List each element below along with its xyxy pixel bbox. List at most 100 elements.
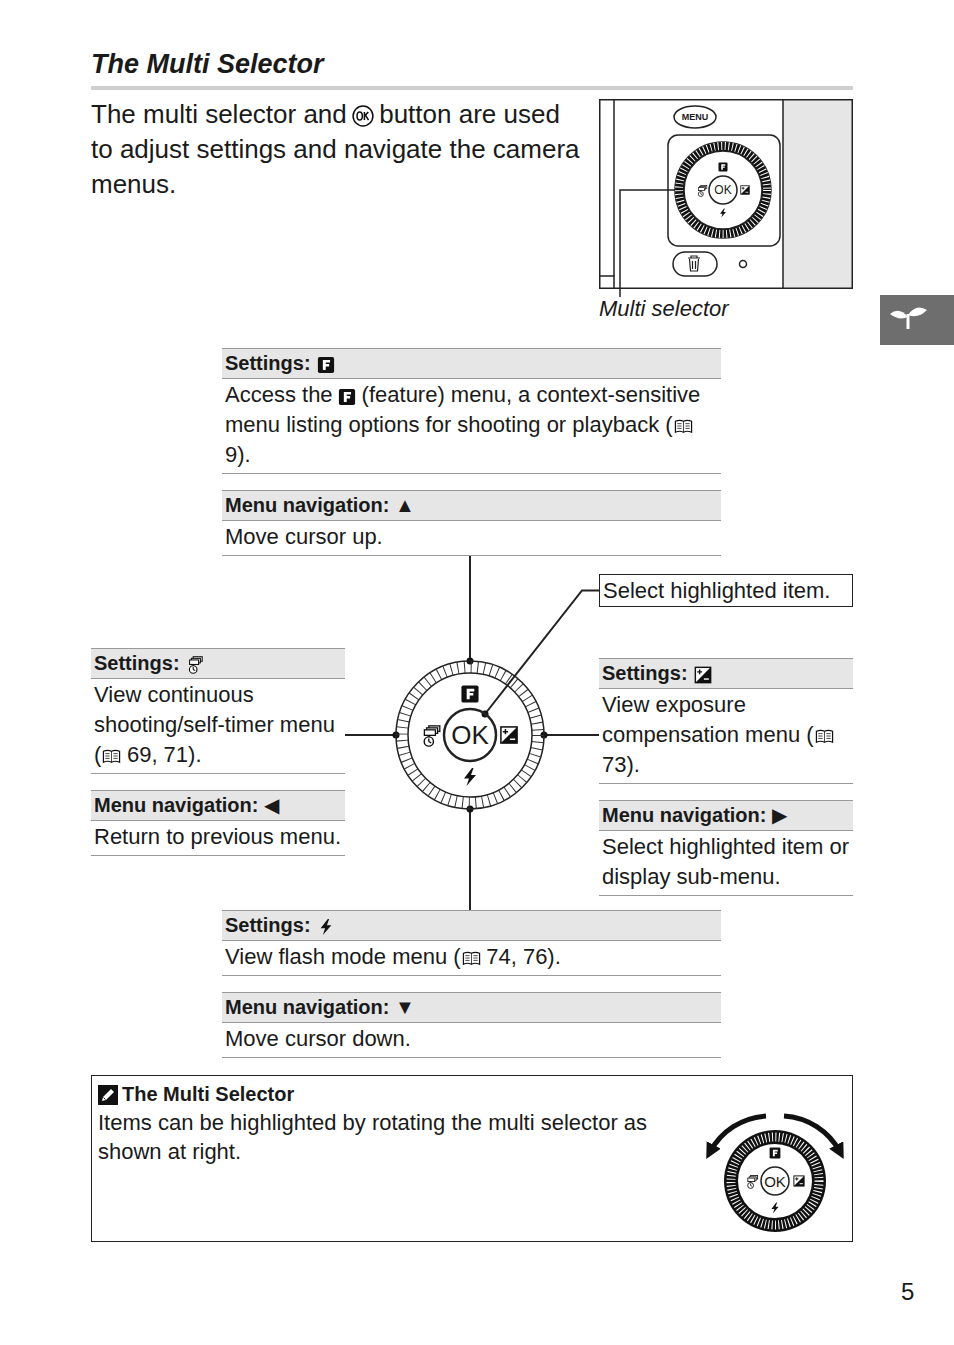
symbol-F xyxy=(461,685,478,702)
body-text: Move cursor down. xyxy=(225,1026,411,1051)
connector-line xyxy=(345,734,396,736)
trash-symbol xyxy=(688,256,700,271)
header-text: Menu navigation: ▲ xyxy=(225,494,415,516)
camera-back xyxy=(600,100,853,289)
page-title: The Multi Selector xyxy=(91,49,324,80)
plant-leaf xyxy=(890,311,908,319)
header-text: Settings: xyxy=(225,352,311,374)
symbol xyxy=(694,666,712,684)
symbol-book xyxy=(462,949,481,968)
symbol xyxy=(815,727,834,746)
table-header: Menu navigation: ▶ xyxy=(599,800,853,831)
body-text: Access the xyxy=(225,382,333,407)
header-text: Settings: xyxy=(225,914,311,936)
table-body: Access the(feature) menu, a context-sens… xyxy=(222,379,721,474)
settings-table: Menu navigation: ◀ Return to previous men… xyxy=(91,790,345,856)
part-label: Multi selector xyxy=(599,298,729,320)
symbol xyxy=(102,747,121,766)
camera-edge xyxy=(613,99,615,276)
body-text: 9). xyxy=(225,442,251,467)
symbol-flash xyxy=(317,918,335,936)
symbol xyxy=(674,417,693,436)
table-body: View exposure compensation menu ( 73). xyxy=(599,689,853,784)
symbol-exp xyxy=(501,727,517,743)
table-body: Move cursor up. xyxy=(222,521,721,556)
table-body: Move cursor down. xyxy=(222,1023,721,1058)
symbol-exp xyxy=(794,1176,804,1186)
symbol-book xyxy=(102,747,121,766)
table-body: Return to previous menu. xyxy=(91,821,345,856)
intro-paragraph: The multi selector andbutton are used to… xyxy=(91,97,586,202)
camera-edge xyxy=(782,99,784,288)
tab-ground xyxy=(880,295,954,345)
ok-button xyxy=(709,176,737,204)
dial-ticks xyxy=(679,146,767,234)
connector-line xyxy=(469,809,471,910)
symbol-book xyxy=(815,727,834,746)
symbol-book xyxy=(674,417,693,436)
body-text: Select highlighted item or display sub-m… xyxy=(602,834,849,889)
table-body: View continuous shooting/self-timer menu… xyxy=(91,679,345,774)
symbol xyxy=(352,105,374,127)
table-header: Menu navigation: ▲ xyxy=(222,490,721,521)
table-body: Select highlighted item or display sub-m… xyxy=(599,831,853,896)
body-text: Return to previous menu. xyxy=(94,824,341,849)
settings-table: Settings: Access the(feature) menu, a con… xyxy=(222,348,721,474)
symbol xyxy=(338,388,356,406)
body-text: Move cursor up. xyxy=(225,524,383,549)
note-box: The Multi SelectorItems can be highlight… xyxy=(91,1075,853,1242)
settings-table: Settings: View continuous shooting/self-t… xyxy=(91,648,345,774)
symbol xyxy=(186,656,204,674)
multi-selector: OK xyxy=(395,660,545,810)
settings-table: Menu navigation: ▲ Move cursor up. xyxy=(222,490,721,556)
body-text: 74, 76). xyxy=(486,944,561,969)
symbol-cont xyxy=(748,1176,758,1189)
settings-table: Menu navigation: ▼Move cursor down. xyxy=(222,992,721,1058)
symbol xyxy=(98,1085,118,1105)
selector-panel xyxy=(668,135,780,246)
header-text: Settings: xyxy=(94,652,180,674)
plant-leaf xyxy=(908,307,927,316)
symbol-cont xyxy=(698,185,707,196)
symbol xyxy=(317,356,335,374)
table-header: Settings: xyxy=(599,658,853,689)
table-header: Settings: xyxy=(222,910,721,941)
symbol-exp xyxy=(741,186,750,195)
menu-button xyxy=(674,106,716,128)
symbol xyxy=(317,918,335,936)
leader-line xyxy=(620,190,675,297)
settings-table: Settings: View flash mode menu (74, 76). xyxy=(222,910,721,976)
header-text: Settings: xyxy=(602,662,688,684)
symbol-cont xyxy=(186,656,204,674)
table-body: View flash mode menu (74, 76). xyxy=(222,941,721,976)
table-header: Settings: xyxy=(222,348,721,379)
symbol-F xyxy=(719,163,728,172)
ok-button xyxy=(444,709,496,761)
dial-ring xyxy=(675,142,771,238)
callout-text: Select highlighted item. xyxy=(603,576,849,605)
note-text: Items can be highlighted by rotating the… xyxy=(98,1108,688,1166)
callout-box: Select highlighted item. xyxy=(599,574,853,607)
symbol-pencil xyxy=(98,1085,118,1105)
symbol-F xyxy=(317,356,335,374)
body-text: View exposure compensation menu ( xyxy=(602,692,814,747)
dial-ring xyxy=(724,1130,826,1232)
symbol-ok xyxy=(352,105,374,127)
button-label: OK xyxy=(764,1174,786,1189)
symbol-exp xyxy=(694,666,712,684)
connector-line xyxy=(485,591,599,715)
table-header: Menu navigation: ◀ xyxy=(91,790,345,821)
body-text: 73). xyxy=(602,752,640,777)
dial-ticks xyxy=(731,1137,819,1225)
symbol-flash xyxy=(720,209,726,218)
button-label: OK xyxy=(714,184,731,196)
rotation-figure xyxy=(710,1116,840,1232)
note-title: The Multi Selector xyxy=(122,1083,294,1105)
settings-table: Settings: View exposure compensation menu… xyxy=(599,658,853,784)
symbol-F xyxy=(338,388,356,406)
body-text: 69, 71). xyxy=(127,742,202,767)
dial-outer xyxy=(396,661,544,809)
button-label: OK xyxy=(451,722,489,748)
header-text: Menu navigation: ◀ xyxy=(94,794,279,816)
